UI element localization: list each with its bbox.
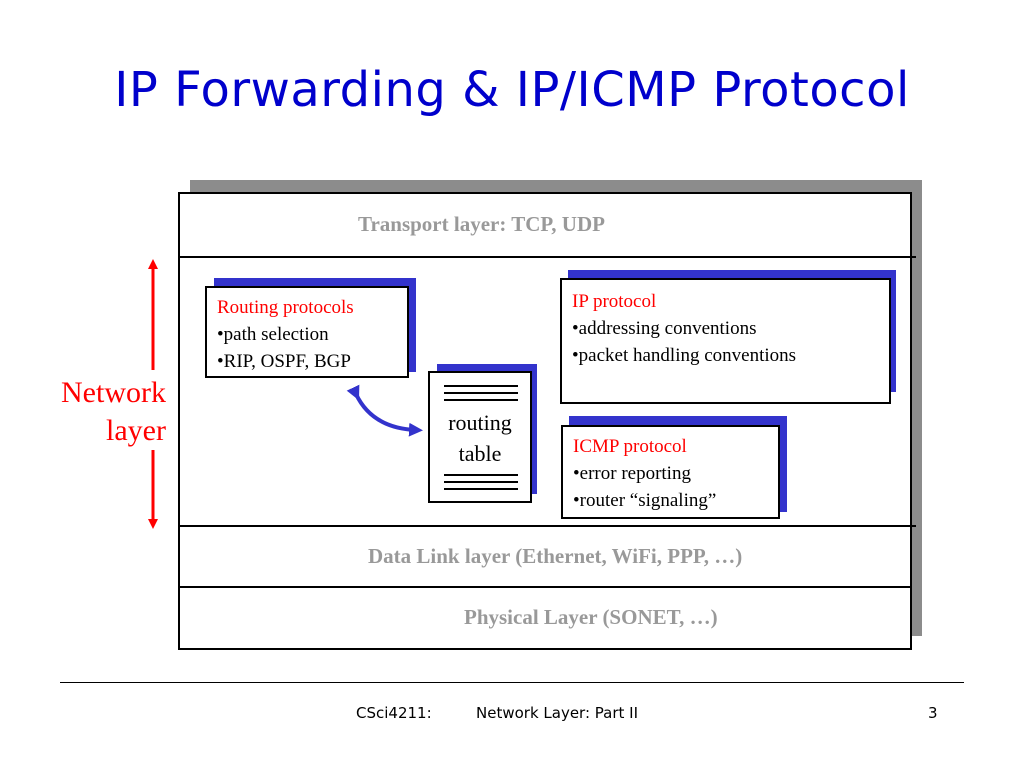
icmp-protocol-item: •router “signaling” (573, 490, 717, 511)
network-layer-label: Network layer (61, 374, 166, 450)
ip-protocol-item: •addressing conventions (572, 318, 757, 339)
transport-layer-label: Transport layer: TCP, UDP (358, 212, 605, 236)
ip-protocol-item: •packet handling conventions (572, 345, 797, 366)
footer-page-number: 3 (928, 704, 938, 722)
footer-rule (60, 682, 964, 683)
routing-table-link-arrow (346, 384, 423, 437)
routing-table-label-line2: table (458, 441, 502, 466)
table-rule (444, 385, 518, 387)
network-layer-label-line1: Network (61, 376, 166, 409)
datalink-divider (178, 525, 916, 527)
table-rule (444, 481, 518, 483)
ip-protocol-box: IP protocol •addressing conventions •pac… (560, 278, 891, 404)
table-rule (444, 392, 518, 394)
routing-protocols-box: Routing protocols •path selection •RIP, … (205, 286, 409, 378)
diagram-frame (178, 192, 912, 650)
physical-layer-label: Physical Layer (SONET, …) (464, 605, 718, 629)
slide-title: IP Forwarding & IP/ICMP Protocol (114, 62, 910, 118)
physical-divider (178, 586, 912, 588)
ip-protocol-heading: IP protocol (572, 291, 657, 312)
icmp-protocol-item: •error reporting (573, 463, 691, 484)
icmp-protocol-heading: ICMP protocol (573, 436, 687, 457)
transport-divider (178, 256, 916, 258)
routing-table-label-line1: routing (448, 410, 512, 435)
icmp-protocol-box: ICMP protocol •error reporting •router “… (561, 425, 780, 519)
routing-protocols-item: •RIP, OSPF, BGP (217, 351, 351, 372)
routing-protocols-item: •path selection (217, 324, 329, 345)
table-rule (444, 474, 518, 476)
network-layer-label-line2: layer (106, 414, 166, 447)
datalink-layer-label: Data Link layer (Ethernet, WiFi, PPP, …) (368, 544, 743, 568)
table-rule (444, 399, 518, 401)
routing-table-box: routing table (428, 371, 532, 503)
table-rule (444, 488, 518, 490)
footer-topic: Network Layer: Part II (476, 704, 639, 722)
routing-protocols-heading: Routing protocols (217, 297, 354, 318)
footer-course: CSci4211: (356, 704, 432, 722)
